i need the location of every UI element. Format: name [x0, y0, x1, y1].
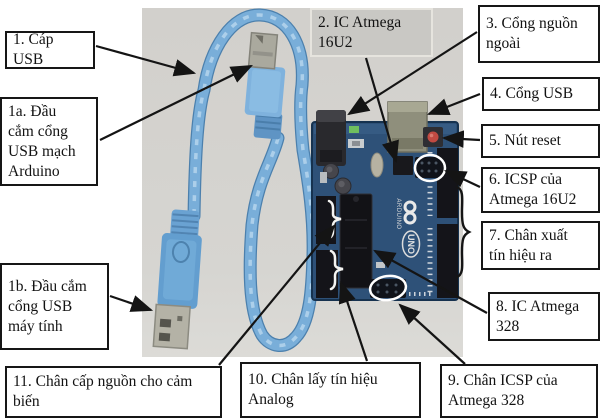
brace-output-pins [455, 185, 472, 279]
power-led [349, 126, 359, 133]
arduino-board: ARDUINO UNO [311, 101, 459, 301]
callout-10-analog-pins: 10. Chân lấy tín hiệu Analog [240, 362, 421, 418]
arrow-icsp-328 [398, 303, 466, 365]
analog-pin-header [316, 250, 338, 298]
arrow-icsp-16u2 [444, 170, 481, 188]
callout-9-icsp-328: 9. Chân ICSP của Atmega 328 [440, 364, 598, 418]
arduino-logo: ARDUINO UNO [395, 198, 421, 258]
capacitors [323, 163, 352, 195]
usb-b-metal-tip [247, 31, 279, 70]
label-text: 1b. Đầu cắm cổng USB máy tính [8, 277, 87, 335]
label-text: 7. Chân xuất tín hiệu ra [489, 226, 568, 264]
arrow-usb-cable [95, 44, 197, 77]
label-text: 5. Nút reset [489, 132, 561, 149]
label-text: 8. IC Atmega 328 [496, 297, 580, 335]
callout-3-external-power: 3. Cổng nguồn ngoài [478, 5, 600, 63]
smd-component [320, 172, 327, 183]
callout-4-usb-port: 4. Cổng USB [482, 77, 600, 111]
arrow-usb-b-plug [99, 65, 253, 141]
callout-2-atmega16u2: 2. IC Atmega 16U2 [310, 8, 433, 57]
reset-button [423, 127, 443, 147]
arrow-usb-a-plug [109, 294, 154, 312]
usb-a-metal-tip [152, 303, 191, 350]
usb-b-connector [244, 31, 286, 140]
label-text: 10. Chân lấy tín hiệu Analog [248, 371, 378, 408]
arduino-brand-text: ARDUINO [395, 198, 401, 229]
label-text: 3. Cổng nguồn ngoài [486, 15, 578, 52]
atmega328-chip [339, 193, 373, 289]
crystal-oscillator [370, 152, 384, 178]
label-text: 1. Cáp USB [13, 31, 54, 68]
arrow-atmega16u2 [364, 57, 399, 164]
callout-7-output-pins: 7. Chân xuất tín hiệu ra [481, 221, 600, 270]
uno-model-text: UNO [406, 234, 416, 254]
label-text: 11. Chân cấp nguồn cho cảm biến [13, 373, 193, 410]
usb-port [387, 101, 428, 153]
usb-a-ferrule [170, 209, 200, 239]
usb-a-connector [152, 209, 202, 350]
usb-b-strain-relief [253, 111, 283, 140]
smd-component [376, 262, 385, 268]
callout-6-icsp-16u2: 6. ICSP của Atmega 16U2 [481, 167, 600, 213]
callout-1b-usb-a-plug: 1b. Đầu cắm cổng USB máy tính [0, 263, 109, 350]
callout-arrows [95, 31, 488, 366]
label-text: 1a. Đầu cắm cổng USB mạch Arduino [8, 102, 76, 180]
arrow-power-jack [347, 31, 478, 116]
arrow-power-pins [218, 224, 336, 366]
label-text: 9. Chân ICSP của Atmega 328 [448, 372, 558, 409]
callout-8-atmega328: 8. IC Atmega 328 [488, 292, 600, 341]
arrow-atmega328 [373, 249, 488, 314]
arrow-reset-button [441, 130, 481, 148]
label-text: 6. ICSP của Atmega 16U2 [489, 171, 577, 208]
label-text: 2. IC Atmega 16U2 [318, 13, 402, 51]
icsp-328-pins [370, 279, 406, 298]
highlight-circle-icsp-16u2 [413, 153, 447, 183]
callout-1a-usb-b-plug: 1a. Đầu cắm cổng USB mạch Arduino [0, 97, 98, 186]
icsp-16u2-pins [415, 157, 440, 178]
callout-11-sensor-power-pins: 11. Chân cấp nguồn cho cảm biến [5, 366, 222, 418]
arrow-analog-pins [338, 280, 369, 362]
label-text: 4. Cổng USB [490, 85, 574, 102]
callout-5-reset-button: 5. Nút reset [481, 124, 600, 158]
pin-silkscreen-labels [409, 152, 434, 296]
highlight-circle-icsp-328 [368, 274, 408, 302]
digital-pin-header-2 [437, 224, 458, 298]
arrow-usb-port [426, 92, 481, 116]
callout-1-usb-cable: 1. Cáp USB [5, 31, 95, 69]
highlight-brace-analog-pins [329, 249, 344, 291]
power-jack [316, 110, 346, 166]
